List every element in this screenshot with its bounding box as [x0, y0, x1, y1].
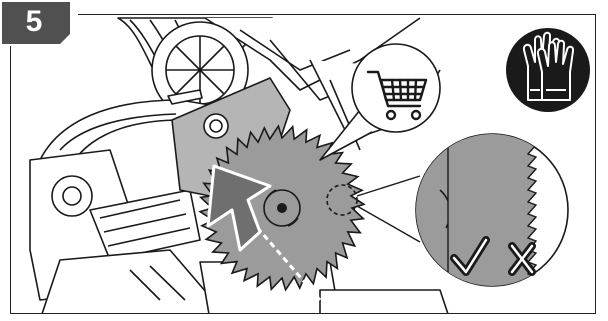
incorrect-blade-detail — [448, 130, 536, 298]
arbor-bolt — [204, 114, 228, 138]
tooth-direction-callout — [382, 130, 568, 298]
step-number: 5 — [0, 2, 68, 42]
gloves-icon — [506, 28, 590, 112]
